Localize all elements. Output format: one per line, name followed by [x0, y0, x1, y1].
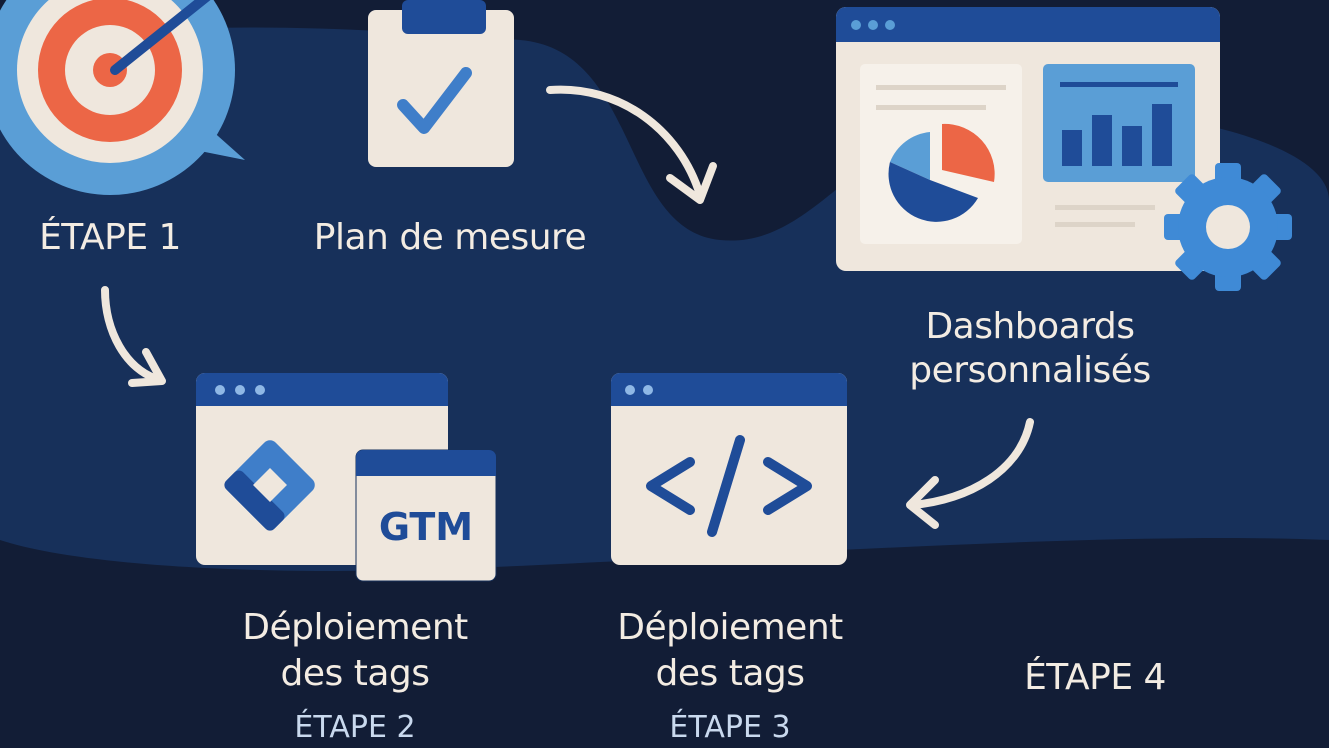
deploy2-label-line2: des tags [280, 653, 430, 694]
dashboards-label-line1: Dashboards [925, 306, 1135, 347]
arrow-dashboards-to-deploy [908, 418, 1034, 509]
code-brackets-icon [646, 435, 812, 537]
target-icon [0, 0, 245, 195]
step4-label: ÉTAPE 4 [1024, 657, 1166, 698]
dashboard-window-icon [836, 7, 1220, 271]
code-window-icon [611, 373, 847, 565]
gtm-diamond-logo [224, 440, 315, 531]
gtm-window-icon: GTM [196, 373, 497, 582]
step3-label: ÉTAPE 3 [669, 710, 791, 745]
deploy3-label-line1: Déploiement [617, 607, 843, 648]
plan-de-mesure-label: Plan de mesure [313, 217, 587, 258]
arrow-step1-to-deploy [101, 286, 164, 384]
clipboard-check-icon [368, 0, 514, 167]
step2-label: ÉTAPE 2 [294, 710, 416, 745]
arrow-head [128, 348, 166, 387]
arrow-plan-to-dashboards [546, 85, 704, 199]
dashboards-label-line2: personnalisés [909, 350, 1151, 391]
arrow-head [666, 162, 717, 204]
gtm-text: GTM [379, 505, 473, 549]
deploy2-label-line1: Déploiement [242, 607, 468, 648]
step1-label: ÉTAPE 1 [39, 217, 181, 258]
deploy3-label-line2: des tags [655, 653, 805, 694]
arrow-head [906, 476, 939, 529]
gear-icon [1164, 163, 1292, 291]
